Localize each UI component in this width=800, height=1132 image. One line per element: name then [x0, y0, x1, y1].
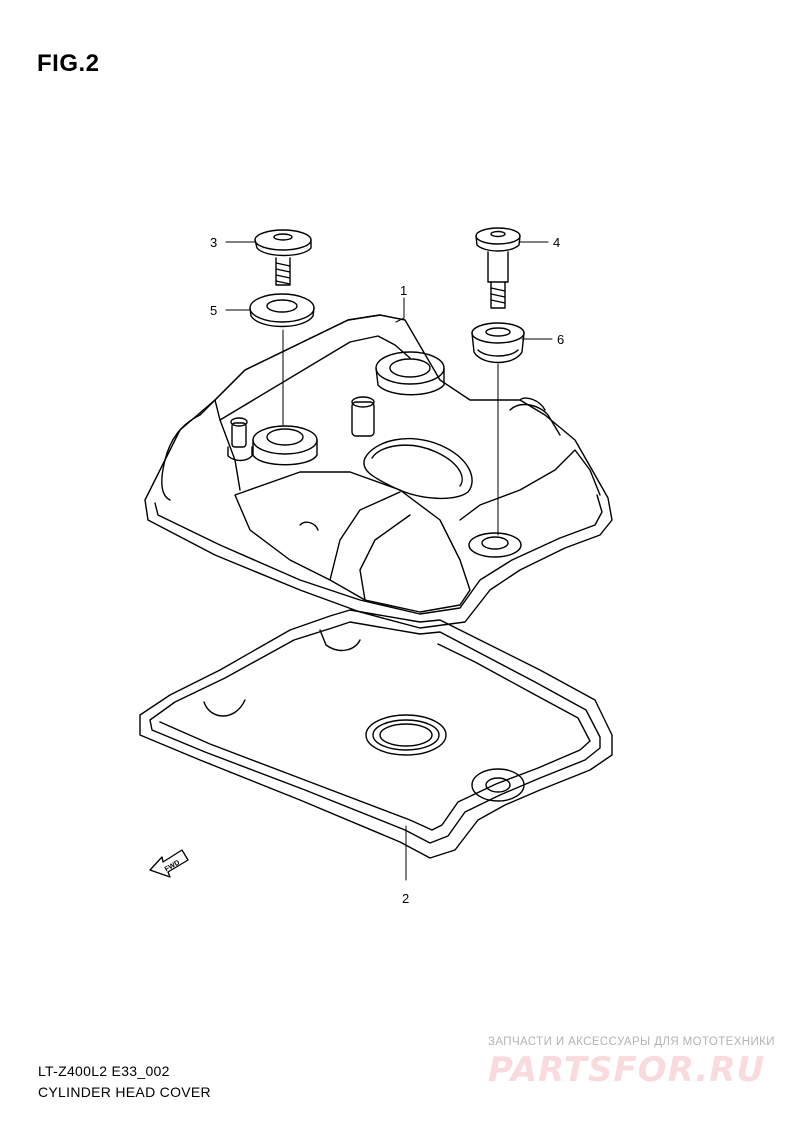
diagram-code: LT-Z400L2 E33_002 [38, 1063, 170, 1079]
diagram-title: CYLINDER HEAD COVER [38, 1084, 211, 1100]
figure-label: FIG.2 [37, 50, 100, 77]
bolt-part-4 [475, 227, 521, 309]
washer-part-5 [249, 293, 315, 328]
watermark-tagline: ЗАПЧАСТИ И АКСЕССУАРЫ ДЛЯ МОТОТЕХНИКИ [488, 1036, 775, 1048]
callout-3: 3 [210, 235, 217, 250]
watermark-logo: PARTSFOR.RU [488, 1050, 766, 1090]
callout-5: 5 [210, 303, 217, 318]
callout-4: 4 [553, 235, 560, 250]
cylinder-head-cover [144, 314, 613, 629]
callout-2: 2 [402, 891, 409, 906]
fwd-marker-label: FWD [164, 859, 181, 873]
callout-6: 6 [557, 332, 564, 347]
forward-arrow-icon [149, 849, 189, 878]
callout-1: 1 [400, 283, 407, 298]
bolt-part-3 [254, 229, 312, 286]
alignment-lines [282, 329, 499, 881]
cushion-part-6 [471, 322, 525, 364]
leader-lines [225, 241, 553, 340]
gasket [139, 609, 613, 859]
